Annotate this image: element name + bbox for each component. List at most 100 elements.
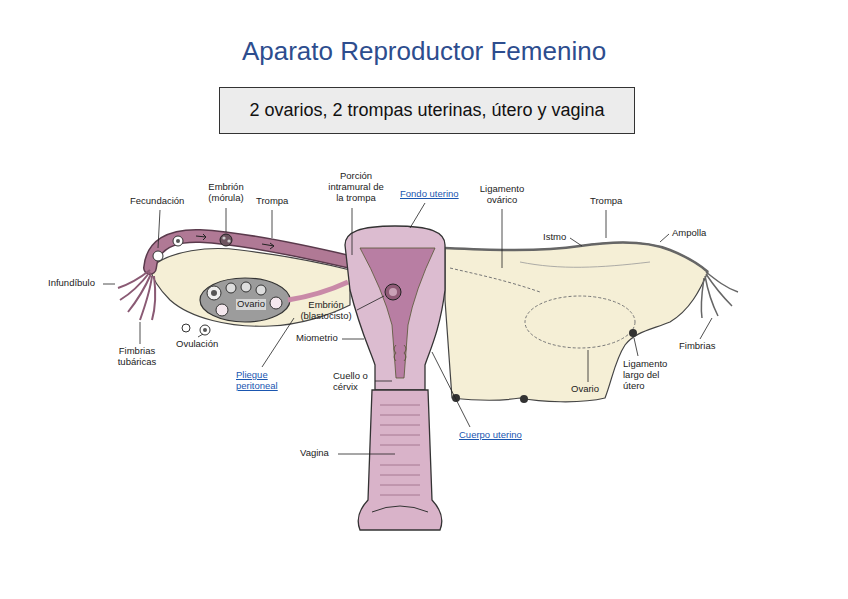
leader-line (140, 322, 141, 344)
part-label: Fecundación (130, 196, 184, 207)
broad-ligament (525, 296, 635, 348)
leader-line (103, 203, 712, 454)
embryo (196, 234, 206, 240)
leader-line (262, 318, 294, 367)
ovary (288, 282, 348, 300)
leader-line (588, 350, 589, 382)
part-label: Ampolla (672, 228, 706, 239)
uterus (360, 248, 435, 378)
leader-line (410, 203, 425, 228)
ovary (241, 282, 251, 292)
ovary (256, 285, 266, 295)
fimbriae (705, 276, 718, 316)
leader-line (198, 334, 203, 337)
embryo (173, 236, 183, 246)
part-label: Pliegue peritoneal (236, 370, 288, 392)
part-label: Miometrio (296, 333, 338, 344)
embryo (153, 251, 163, 261)
broad-ligament (520, 262, 650, 267)
embryo (153, 234, 274, 261)
embryo (222, 236, 225, 239)
uterus (389, 288, 397, 296)
leader-line (660, 234, 669, 242)
vagina (380, 405, 420, 495)
ovary (211, 290, 217, 296)
fimbriae (118, 270, 155, 320)
part-label: Vagina (300, 448, 329, 459)
part-label: Ligamento ovárico (475, 184, 529, 206)
part-label: Ovulación (176, 339, 218, 350)
uterine-tube (150, 236, 350, 268)
egg-cell (200, 325, 210, 335)
part-label: Cuerpo uterino (459, 430, 522, 441)
leader-line (375, 381, 392, 382)
part-label: Ovario (571, 384, 599, 395)
broad-ligament (450, 268, 540, 292)
fimbriae (140, 276, 152, 320)
vagina (358, 390, 442, 530)
ovary (207, 286, 221, 300)
leader-line (103, 284, 115, 285)
part-label: Fimbrias (679, 341, 715, 352)
leader-line (352, 208, 353, 255)
ligament-dot (452, 329, 637, 403)
broad-ligament (445, 243, 708, 402)
leader-line (432, 352, 470, 427)
subtitle-box: 2 ovarios, 2 trompas uterinas, útero y v… (219, 87, 635, 134)
fimbriae (706, 274, 732, 306)
vagina (372, 506, 428, 512)
ovary (200, 278, 290, 322)
vagina (358, 390, 442, 530)
leader-line (700, 318, 712, 339)
leader-line (502, 209, 503, 268)
fimbriae (152, 276, 155, 320)
part-label: Infundíbulo (48, 278, 95, 289)
egg-cell (182, 324, 190, 332)
ligament-dot (629, 329, 637, 337)
part-label: Embrión (blastocisto) (296, 300, 356, 322)
ovary (270, 297, 282, 309)
part-label: Fimbrias tubáricas (112, 346, 162, 368)
part-label: Istmo (543, 232, 566, 243)
embryo (262, 243, 274, 249)
embryo (227, 239, 230, 242)
part-label: Embrión (mórula) (202, 182, 250, 204)
part-label: Fondo uterino (400, 189, 459, 200)
part-label: Trompa (590, 196, 622, 207)
part-label: Trompa (256, 196, 288, 207)
part-label: Ligamento largo del útero (623, 359, 675, 392)
uterus (385, 284, 401, 300)
leader-line (634, 338, 638, 356)
broad-ligament (445, 243, 708, 272)
uterus (345, 226, 445, 390)
egg-cell (182, 324, 210, 335)
ligament-dot (520, 395, 528, 403)
ovary (226, 283, 236, 293)
part-label: Porción intramural de la trompa (324, 171, 388, 204)
ligament-dot (452, 394, 460, 402)
part-label: Ovario (236, 299, 266, 310)
embryo (176, 239, 180, 243)
leader-line (606, 210, 607, 238)
egg-cell (203, 328, 207, 332)
uterus (345, 226, 445, 390)
leader-line (357, 296, 384, 310)
uterus (394, 345, 406, 361)
leader-line (338, 454, 395, 455)
uterine-tube (150, 236, 350, 268)
leader-line (226, 208, 227, 232)
broad-ligament (445, 243, 708, 402)
leader-line (570, 238, 582, 246)
ovary (216, 304, 228, 316)
leader-line (342, 339, 364, 340)
part-label: Cuello o cérvix (333, 371, 373, 393)
fimbriae (701, 278, 704, 318)
leader-line (272, 210, 273, 238)
subtitle-text: 2 ovarios, 2 trompas uterinas, útero y v… (249, 100, 604, 121)
title: Aparato Reproductor Femenino (242, 36, 606, 67)
embryo (220, 234, 232, 246)
leader-line (158, 210, 160, 248)
fimbriae (701, 272, 738, 318)
uterine-tube (150, 236, 350, 268)
